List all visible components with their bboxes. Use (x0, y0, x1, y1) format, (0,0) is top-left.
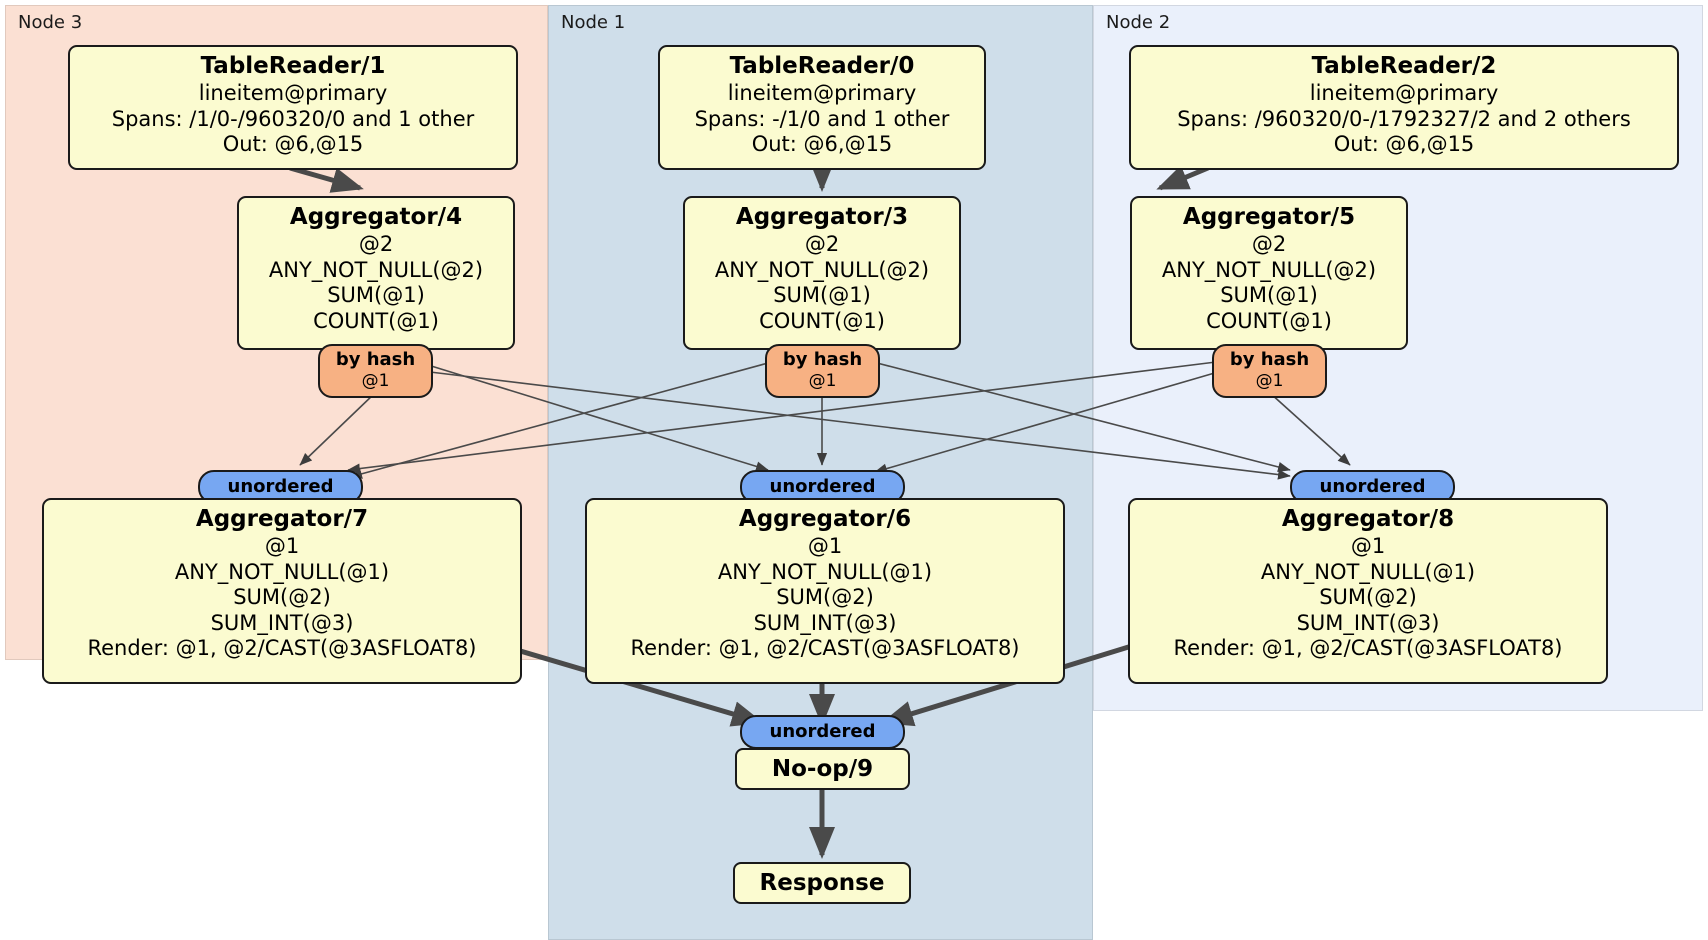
processor-line: @1 (264, 534, 300, 558)
processor-aggregator-4[interactable]: Aggregator/4 @2 ANY_NOT_NULL(@2) SUM(@1)… (237, 196, 515, 350)
processor-line: @1 (807, 534, 843, 558)
node-panel-label-node3: Node 3 (18, 12, 83, 33)
processor-line: Out: @6,@15 (1333, 132, 1475, 156)
processor-line: ANY_NOT_NULL(@2) (1161, 257, 1377, 282)
synchronizer-label: unordered (769, 476, 876, 497)
processor-line: lineitem@primary (1309, 81, 1499, 105)
processor-aggregator-3[interactable]: Aggregator/3 @2 ANY_NOT_NULL(@2) SUM(@1)… (683, 196, 961, 350)
processor-title: Aggregator/8 (1281, 506, 1455, 532)
processor-table-reader-2[interactable]: TableReader/2 lineitem@primary Spans: /9… (1129, 45, 1679, 170)
processor-line: Spans: -/1/0 and 1 other (694, 106, 950, 131)
processor-line: Render: @1, @2/CAST(@3ASFLOAT8) (87, 636, 477, 660)
processor-line: SUM_INT(@3) (1296, 610, 1440, 635)
processor-title: Aggregator/6 (738, 506, 912, 532)
processor-response[interactable]: Response (733, 862, 911, 904)
processor-line: @2 (358, 232, 394, 256)
processor-line: COUNT(@1) (313, 308, 439, 333)
processor-line: SUM_INT(@3) (753, 610, 897, 635)
processor-aggregator-6[interactable]: Aggregator/6 @1 ANY_NOT_NULL(@1) SUM(@2)… (585, 498, 1065, 684)
processor-title: Response (759, 870, 885, 896)
processor-title: TableReader/2 (1311, 53, 1497, 79)
processor-line: @2 (1251, 232, 1287, 256)
processor-title: Aggregator/7 (195, 506, 369, 532)
processor-line: ANY_NOT_NULL(@1) (1260, 559, 1476, 584)
router-sublabel: @1 (361, 371, 390, 391)
processor-table-reader-0[interactable]: TableReader/0 lineitem@primary Spans: -/… (658, 45, 986, 170)
processor-line: Out: @6,@15 (222, 132, 364, 156)
processor-title: TableReader/0 (729, 53, 915, 79)
router-by-hash-right[interactable]: by hash @1 (1212, 344, 1327, 398)
processor-line: lineitem@primary (198, 81, 388, 105)
router-by-hash-center[interactable]: by hash @1 (765, 344, 880, 398)
processor-aggregator-7[interactable]: Aggregator/7 @1 ANY_NOT_NULL(@1) SUM(@2)… (42, 498, 522, 684)
processor-aggregator-8[interactable]: Aggregator/8 @1 ANY_NOT_NULL(@1) SUM(@2)… (1128, 498, 1608, 684)
router-label: by hash (335, 349, 416, 370)
processor-line: SUM(@1) (327, 283, 425, 307)
processor-line: SUM(@1) (1220, 283, 1318, 307)
processor-line: @1 (1350, 534, 1386, 558)
synchronizer-label: unordered (1319, 476, 1426, 497)
router-by-hash-left[interactable]: by hash @1 (318, 344, 433, 398)
node-panel-label-node1: Node 1 (561, 12, 626, 33)
processor-line: Render: @1, @2/CAST(@3ASFLOAT8) (1173, 636, 1563, 660)
processor-line: SUM(@1) (773, 283, 871, 307)
processor-line: ANY_NOT_NULL(@2) (714, 257, 930, 282)
processor-noop-9[interactable]: No-op/9 (735, 748, 910, 790)
processor-line: SUM(@2) (776, 585, 874, 609)
router-sublabel: @1 (1255, 371, 1284, 391)
processor-line: @2 (804, 232, 840, 256)
processor-title: No-op/9 (771, 756, 874, 782)
processor-title: Aggregator/4 (289, 204, 463, 230)
processor-title: Aggregator/5 (1182, 204, 1356, 230)
processor-line: SUM_INT(@3) (210, 610, 354, 635)
synchronizer-label: unordered (227, 476, 334, 497)
router-label: by hash (782, 349, 863, 370)
processor-line: SUM(@2) (1319, 585, 1417, 609)
node-panel-label-node2: Node 2 (1106, 12, 1171, 33)
processor-line: ANY_NOT_NULL(@1) (717, 559, 933, 584)
processor-title: TableReader/1 (200, 53, 386, 79)
processor-line: lineitem@primary (727, 81, 917, 105)
processor-line: COUNT(@1) (1206, 308, 1332, 333)
processor-title: Aggregator/3 (735, 204, 909, 230)
processor-aggregator-5[interactable]: Aggregator/5 @2 ANY_NOT_NULL(@2) SUM(@1)… (1130, 196, 1408, 350)
processor-table-reader-1[interactable]: TableReader/1 lineitem@primary Spans: /1… (68, 45, 518, 170)
synchronizer-label: unordered (769, 721, 876, 742)
processor-line: ANY_NOT_NULL(@2) (268, 257, 484, 282)
processor-line: Spans: /960320/0-/1792327/2 and 2 others (1177, 106, 1631, 131)
processor-line: COUNT(@1) (759, 308, 885, 333)
processor-line: ANY_NOT_NULL(@1) (174, 559, 390, 584)
processor-line: Render: @1, @2/CAST(@3ASFLOAT8) (630, 636, 1020, 660)
router-label: by hash (1229, 349, 1310, 370)
router-sublabel: @1 (808, 371, 837, 391)
processor-line: Out: @6,@15 (751, 132, 893, 156)
processor-line: Spans: /1/0-/960320/0 and 1 other (111, 106, 475, 131)
synchronizer-unordered-final[interactable]: unordered (740, 715, 905, 749)
processor-line: SUM(@2) (233, 585, 331, 609)
